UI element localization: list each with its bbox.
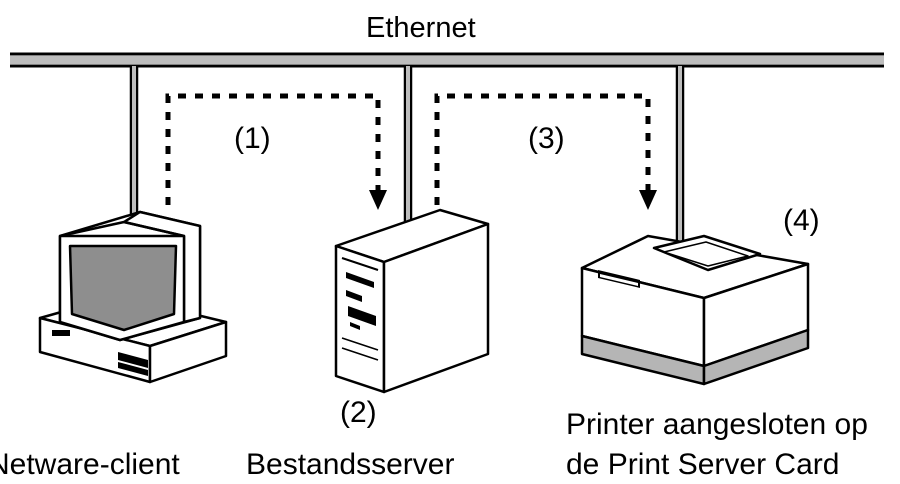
server-drop-cable — [403, 66, 413, 222]
drop-cables — [129, 66, 685, 240]
ethernet-label: Ethernet — [366, 12, 476, 44]
flow-arrow-server-to-printer — [434, 93, 657, 210]
step-4-label: (4) — [783, 204, 820, 237]
step-3-label: (3) — [528, 122, 565, 155]
client-drop-cable — [129, 66, 139, 214]
printer-caption-line1: Printer aangesloten op — [566, 408, 868, 441]
step-2-label: (2) — [340, 396, 377, 429]
ethernet-bus — [10, 52, 884, 68]
desktop-computer-icon — [38, 210, 228, 384]
tower-server-icon — [334, 208, 490, 394]
printer-drop-cable — [675, 66, 685, 240]
step-1-label: (1) — [234, 122, 271, 155]
flow-arrow-client-to-server — [165, 93, 387, 210]
printer-icon — [580, 234, 810, 386]
client-caption: Netware-client — [0, 448, 180, 481]
server-caption: Bestandsserver — [246, 448, 455, 481]
printer-caption-line2: de Print Server Card — [566, 448, 840, 481]
